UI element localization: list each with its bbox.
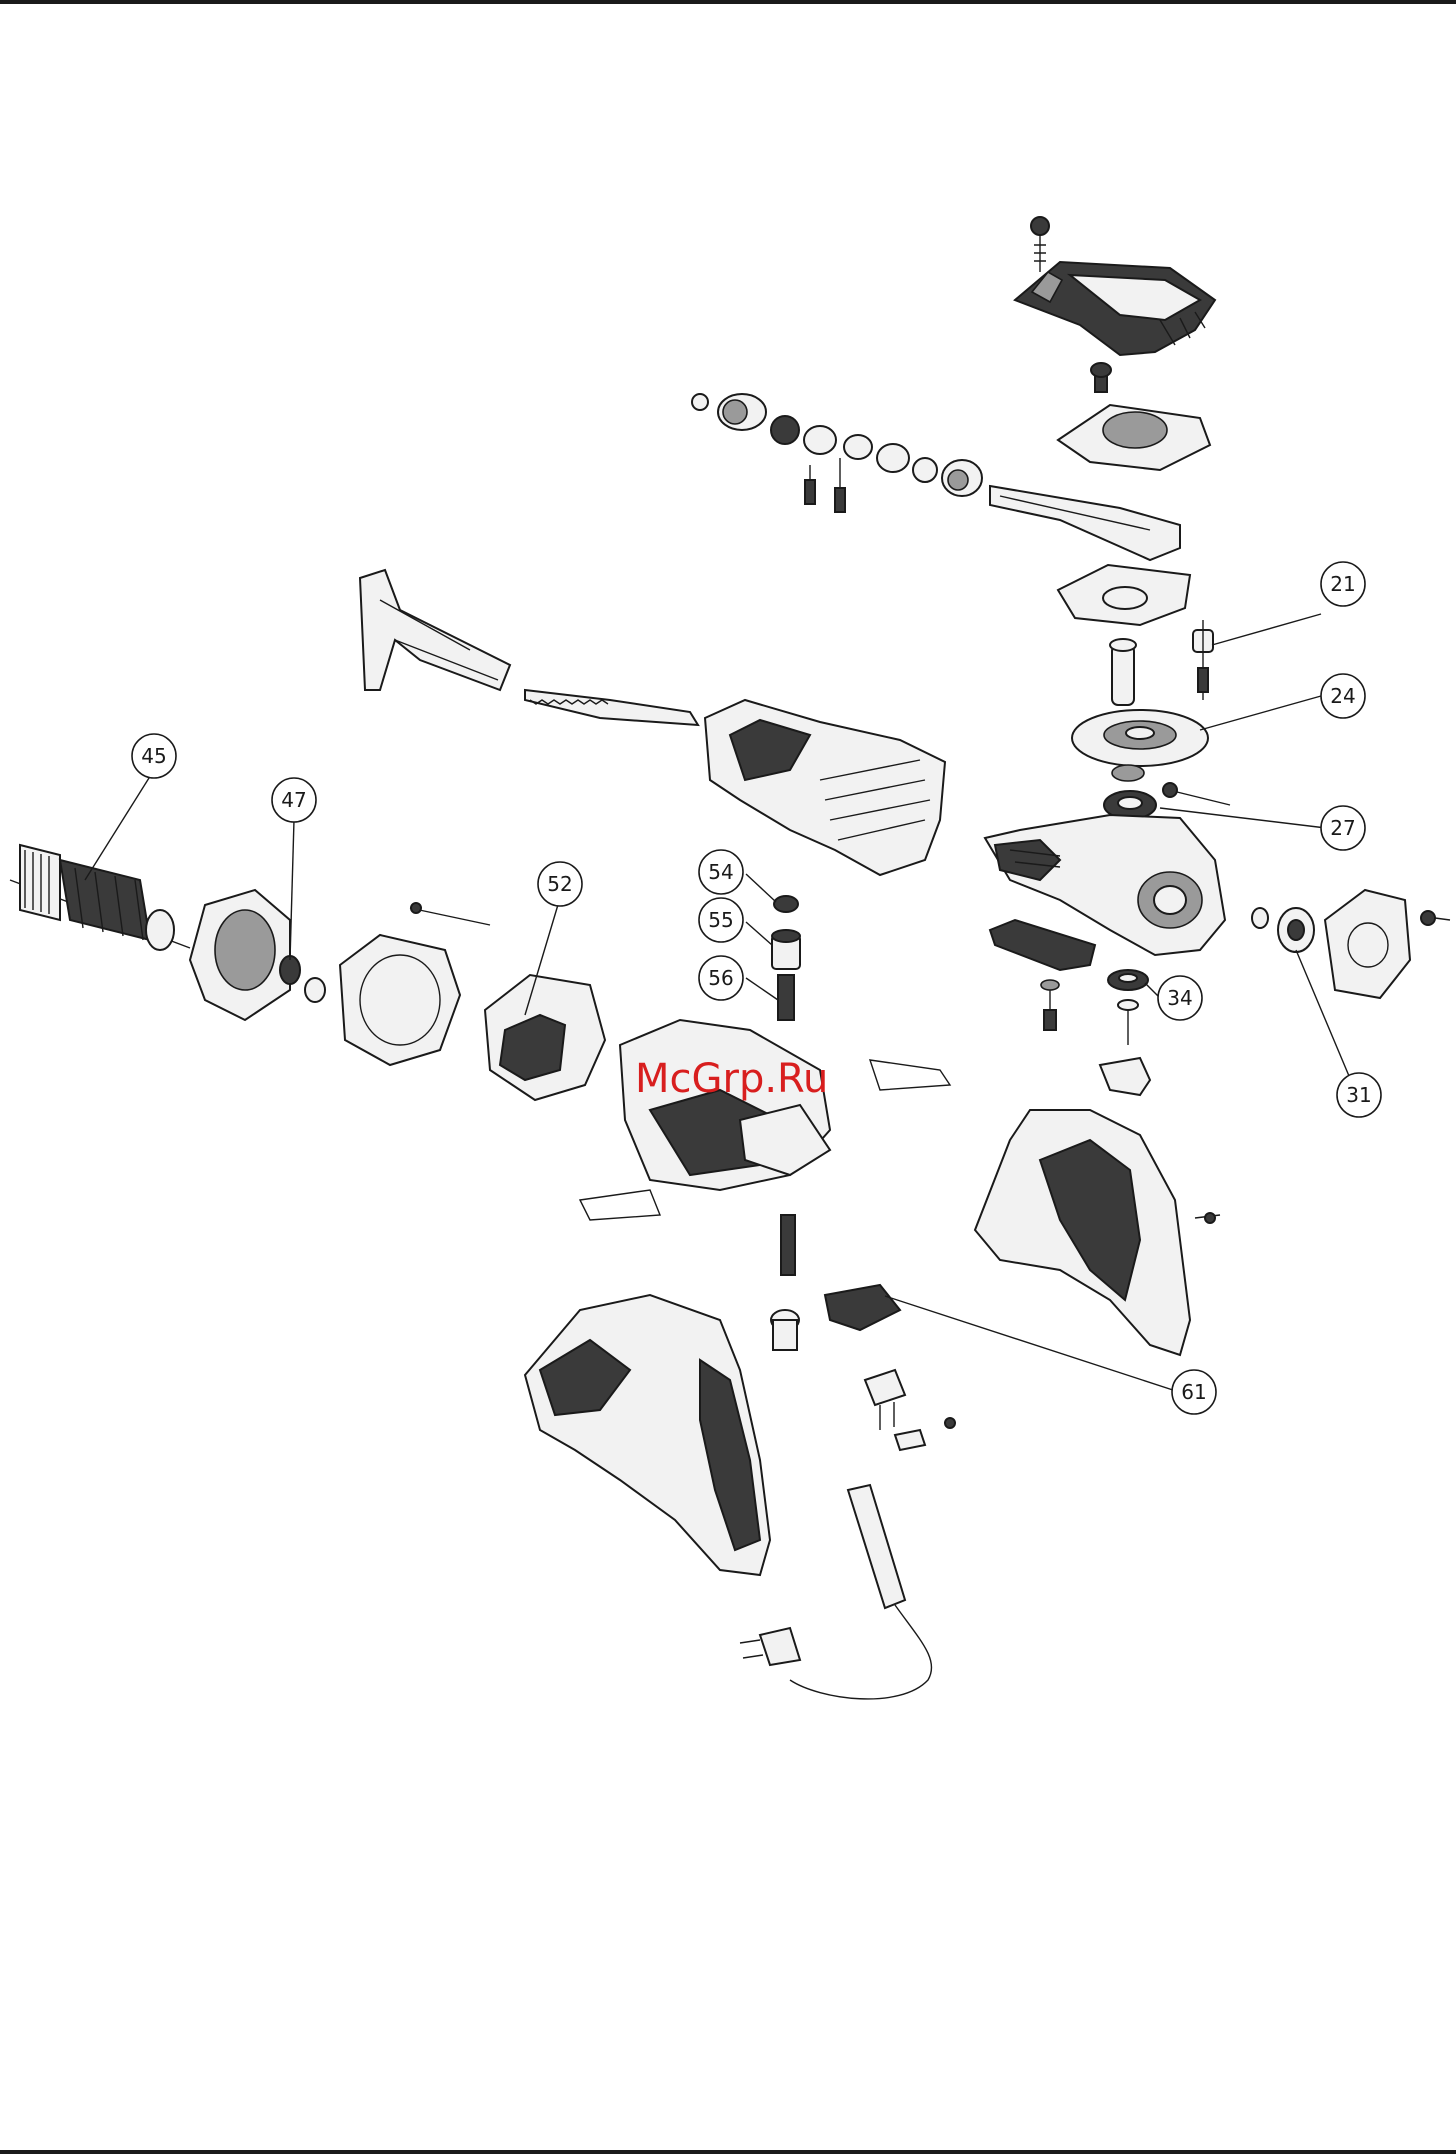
housing-screws — [1041, 980, 1059, 1030]
top-screw — [1031, 217, 1049, 272]
bearing-34 — [1108, 970, 1148, 1045]
svg-text:34: 34 — [1167, 986, 1192, 1010]
callout-54: 54 — [699, 850, 743, 894]
gear-wheel — [1072, 710, 1208, 766]
brush-56 — [778, 975, 794, 1020]
callout-47: 47 — [272, 778, 316, 822]
svg-text:61: 61 — [1181, 1380, 1206, 1404]
housing-bottom-plate — [990, 920, 1095, 970]
stator-field — [485, 975, 605, 1100]
end-plate — [1325, 890, 1450, 998]
svg-text:52: 52 — [547, 872, 572, 896]
front-grip-boot — [705, 700, 945, 875]
svg-text:45: 45 — [141, 744, 166, 768]
fan-shroud — [340, 935, 460, 1065]
svg-text:21: 21 — [1330, 572, 1355, 596]
screw-27 — [1163, 783, 1230, 805]
callout-21: 21 — [1321, 562, 1365, 606]
callout-56: 56 — [699, 956, 743, 1000]
handle-half — [525, 1295, 770, 1575]
callout-52: 52 — [538, 862, 582, 906]
callout-31: 31 — [1337, 1073, 1381, 1117]
armature — [10, 845, 190, 950]
watermark-text: McGrp.Ru — [635, 1056, 828, 1102]
baffle-ring — [190, 890, 290, 1020]
callout-55: 55 — [699, 898, 743, 942]
svg-text:24: 24 — [1330, 684, 1355, 708]
bearing-31 — [1252, 908, 1314, 952]
blade-clamp-plate — [1058, 363, 1210, 470]
bearing-47 — [280, 956, 325, 1002]
switch-trigger — [771, 1285, 900, 1350]
svg-text:55: 55 — [708, 908, 733, 932]
rear-housing-half — [975, 1110, 1220, 1355]
svg-text:56: 56 — [708, 966, 733, 990]
callout-45: 45 — [132, 734, 176, 778]
guide-shoe — [360, 570, 510, 690]
brush-holder-55 — [772, 930, 800, 969]
housing-foot — [1100, 1058, 1150, 1095]
saw-blade — [525, 690, 698, 725]
callout-27: 27 — [1321, 806, 1365, 850]
svg-text:27: 27 — [1330, 816, 1355, 840]
bearing-27 — [1104, 765, 1156, 819]
terminal-block — [865, 1370, 905, 1430]
svg-text:54: 54 — [708, 860, 733, 884]
eccentric-pin — [1110, 639, 1136, 705]
switch-assembly — [740, 1105, 830, 1275]
callout-61: 61 — [1172, 1370, 1216, 1414]
cord-clamp — [895, 1418, 955, 1450]
gasket-plate — [1058, 565, 1190, 625]
callout-24: 24 — [1321, 674, 1365, 718]
brush-cap-54 — [774, 896, 798, 912]
power-cord — [740, 1485, 932, 1699]
svg-text:31: 31 — [1346, 1083, 1371, 1107]
blade-clamp-cover — [1015, 262, 1215, 355]
svg-text:47: 47 — [281, 788, 306, 812]
callout-34: 34 — [1158, 976, 1202, 1020]
pin-21 — [1193, 620, 1213, 700]
field-screw — [410, 903, 490, 925]
